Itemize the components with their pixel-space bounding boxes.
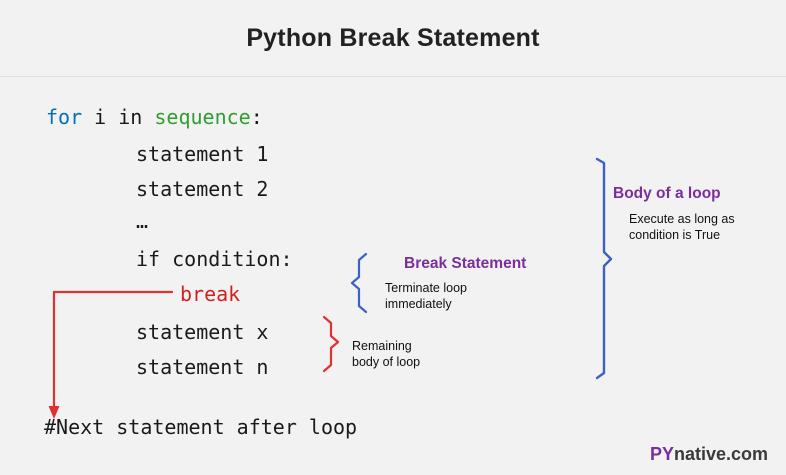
code-for-colon: : — [250, 105, 263, 129]
code-line-next-statement: #Next statement after loop — [44, 415, 358, 439]
brand-suffix: native.com — [673, 444, 768, 464]
annotation-break-statement-text: Terminate loop immediately — [385, 281, 467, 311]
diagram-canvas: for i in sequence: statement 1 statement… — [0, 77, 786, 475]
code-line-statement-2: statement 2 — [136, 177, 269, 201]
annotation-body-of-loop-title: Body of a loop — [613, 185, 721, 202]
code-line-statement-n: statement n — [136, 355, 269, 379]
annotation-break-statement-title: Break Statement — [404, 255, 527, 272]
annotation-body-of-loop-text: Execute as long as condition is True — [629, 212, 735, 242]
remaining-body-brace-icon — [322, 315, 340, 373]
header-bar: Python Break Statement — [0, 0, 786, 77]
code-line-statement-1: statement 1 — [136, 142, 269, 166]
code-line-break: break — [180, 282, 241, 306]
brand-prefix: PY — [649, 444, 674, 464]
page-title: Python Break Statement — [246, 24, 540, 52]
break-statement-brace-icon — [350, 252, 368, 314]
code-line-for: for i in sequence: — [46, 105, 263, 129]
break-jump-arrow-line — [52, 290, 174, 409]
code-line-ellipsis: … — [136, 209, 149, 233]
code-for-mid: i in — [82, 105, 155, 129]
brand-watermark: PYnative.com — [650, 444, 768, 465]
code-line-statement-x: statement x — [136, 320, 269, 344]
keyword-sequence: sequence — [154, 105, 251, 129]
keyword-for: for — [46, 105, 83, 129]
body-of-loop-brace-icon — [595, 157, 613, 380]
annotation-remaining-body-text: Remaining body of loop — [352, 339, 421, 369]
code-line-if-condition: if condition: — [136, 247, 293, 271]
